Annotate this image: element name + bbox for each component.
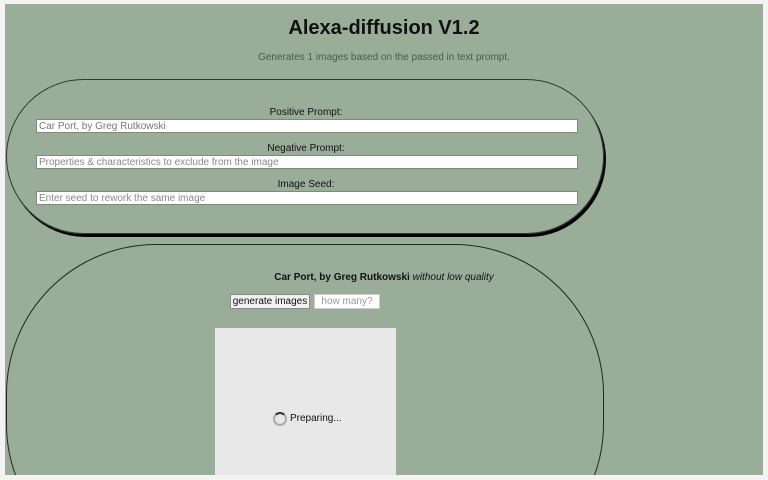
negative-prompt-input[interactable]: [36, 155, 578, 169]
positive-prompt-input[interactable]: [36, 119, 578, 133]
status-text: Preparing...: [290, 413, 342, 424]
loading-spinner-icon: [273, 412, 287, 426]
page: Alexa-diffusion V1.2 Generates 1 images …: [5, 4, 763, 475]
image-placeholder: Preparing...: [215, 328, 396, 475]
summary-positive: Car Port, by Greg Rutkowski: [274, 272, 410, 283]
prompt-form-panel: Positive Prompt: Negative Prompt: Image …: [6, 79, 604, 234]
image-seed-label: Image Seed:: [277, 179, 335, 190]
positive-prompt-label: Positive Prompt:: [269, 107, 343, 118]
prompt-summary: Car Port, by Greg Rutkowski without low …: [5, 272, 763, 283]
page-title: Alexa-diffusion V1.2: [288, 17, 480, 39]
page-subtitle: Generates 1 images based on the passed i…: [258, 52, 510, 63]
image-seed-input[interactable]: [36, 191, 578, 205]
generate-images-button[interactable]: generate images: [230, 294, 310, 309]
negative-prompt-label: Negative Prompt:: [267, 143, 345, 154]
summary-negative: without low quality: [412, 272, 494, 283]
image-count-input[interactable]: [314, 294, 380, 309]
